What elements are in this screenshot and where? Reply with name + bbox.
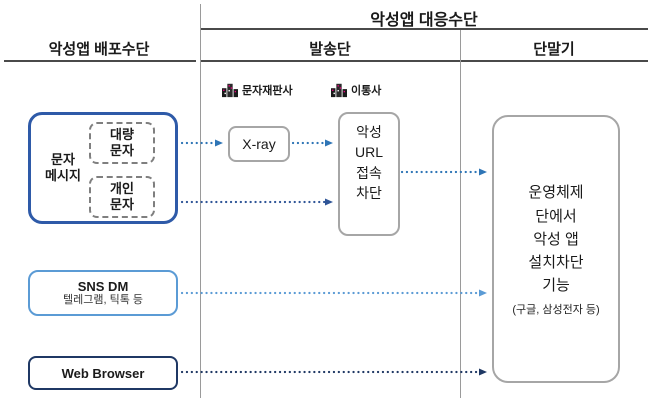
os-install-block-note: (구글, 삼성전자 등) bbox=[512, 303, 600, 316]
top-header-underline bbox=[200, 28, 648, 30]
bulk-sms-box: 대량 문자 bbox=[89, 122, 155, 164]
building-icon bbox=[330, 82, 348, 98]
building-icon bbox=[221, 82, 239, 98]
divider-send-device bbox=[460, 30, 461, 398]
header-response-measures: 악성앱 대응수단 bbox=[370, 12, 478, 29]
carrier-label-group: 이통사 bbox=[330, 82, 381, 98]
malicious-url-block-box: 악성 URL 접속 차단 bbox=[338, 112, 400, 236]
header-device-stage: 단말기 bbox=[533, 41, 575, 58]
carrier-label: 이통사 bbox=[351, 85, 382, 97]
os-install-block-box: 운영체제 단에서 악성 앱 설치차단 기능 (구글, 삼성전자 등) bbox=[492, 115, 620, 383]
header-send-stage: 발송단 bbox=[309, 41, 351, 58]
personal-sms-box: 개인 문자 bbox=[89, 176, 155, 218]
os-install-block-label: 운영체제 단에서 악성 앱 설치차단 기능 bbox=[528, 184, 584, 295]
xray-filter-box: X-ray bbox=[228, 126, 290, 162]
left-header-underline bbox=[4, 60, 196, 62]
sms-reseller-label-group: 문자재판사 bbox=[221, 82, 293, 98]
sms-reseller-label: 문자재판사 bbox=[242, 85, 293, 97]
sns-dm-box: SNS DM 텔레그램, 틱톡 등 bbox=[28, 270, 178, 316]
divider-distribution-send bbox=[200, 4, 201, 398]
sms-message-group-box: 문자 메시지 대량 문자 개인 문자 bbox=[28, 112, 178, 224]
column-header-underline bbox=[200, 60, 648, 62]
sns-dm-subtitle: 텔레그램, 틱톡 등 bbox=[62, 294, 143, 307]
sns-dm-title: SNS DM bbox=[77, 278, 129, 294]
web-browser-box: Web Browser bbox=[28, 356, 178, 390]
header-distribution-measures: 악성앱 배포수단 bbox=[48, 41, 150, 58]
sms-message-label: 문자 메시지 bbox=[45, 151, 81, 183]
